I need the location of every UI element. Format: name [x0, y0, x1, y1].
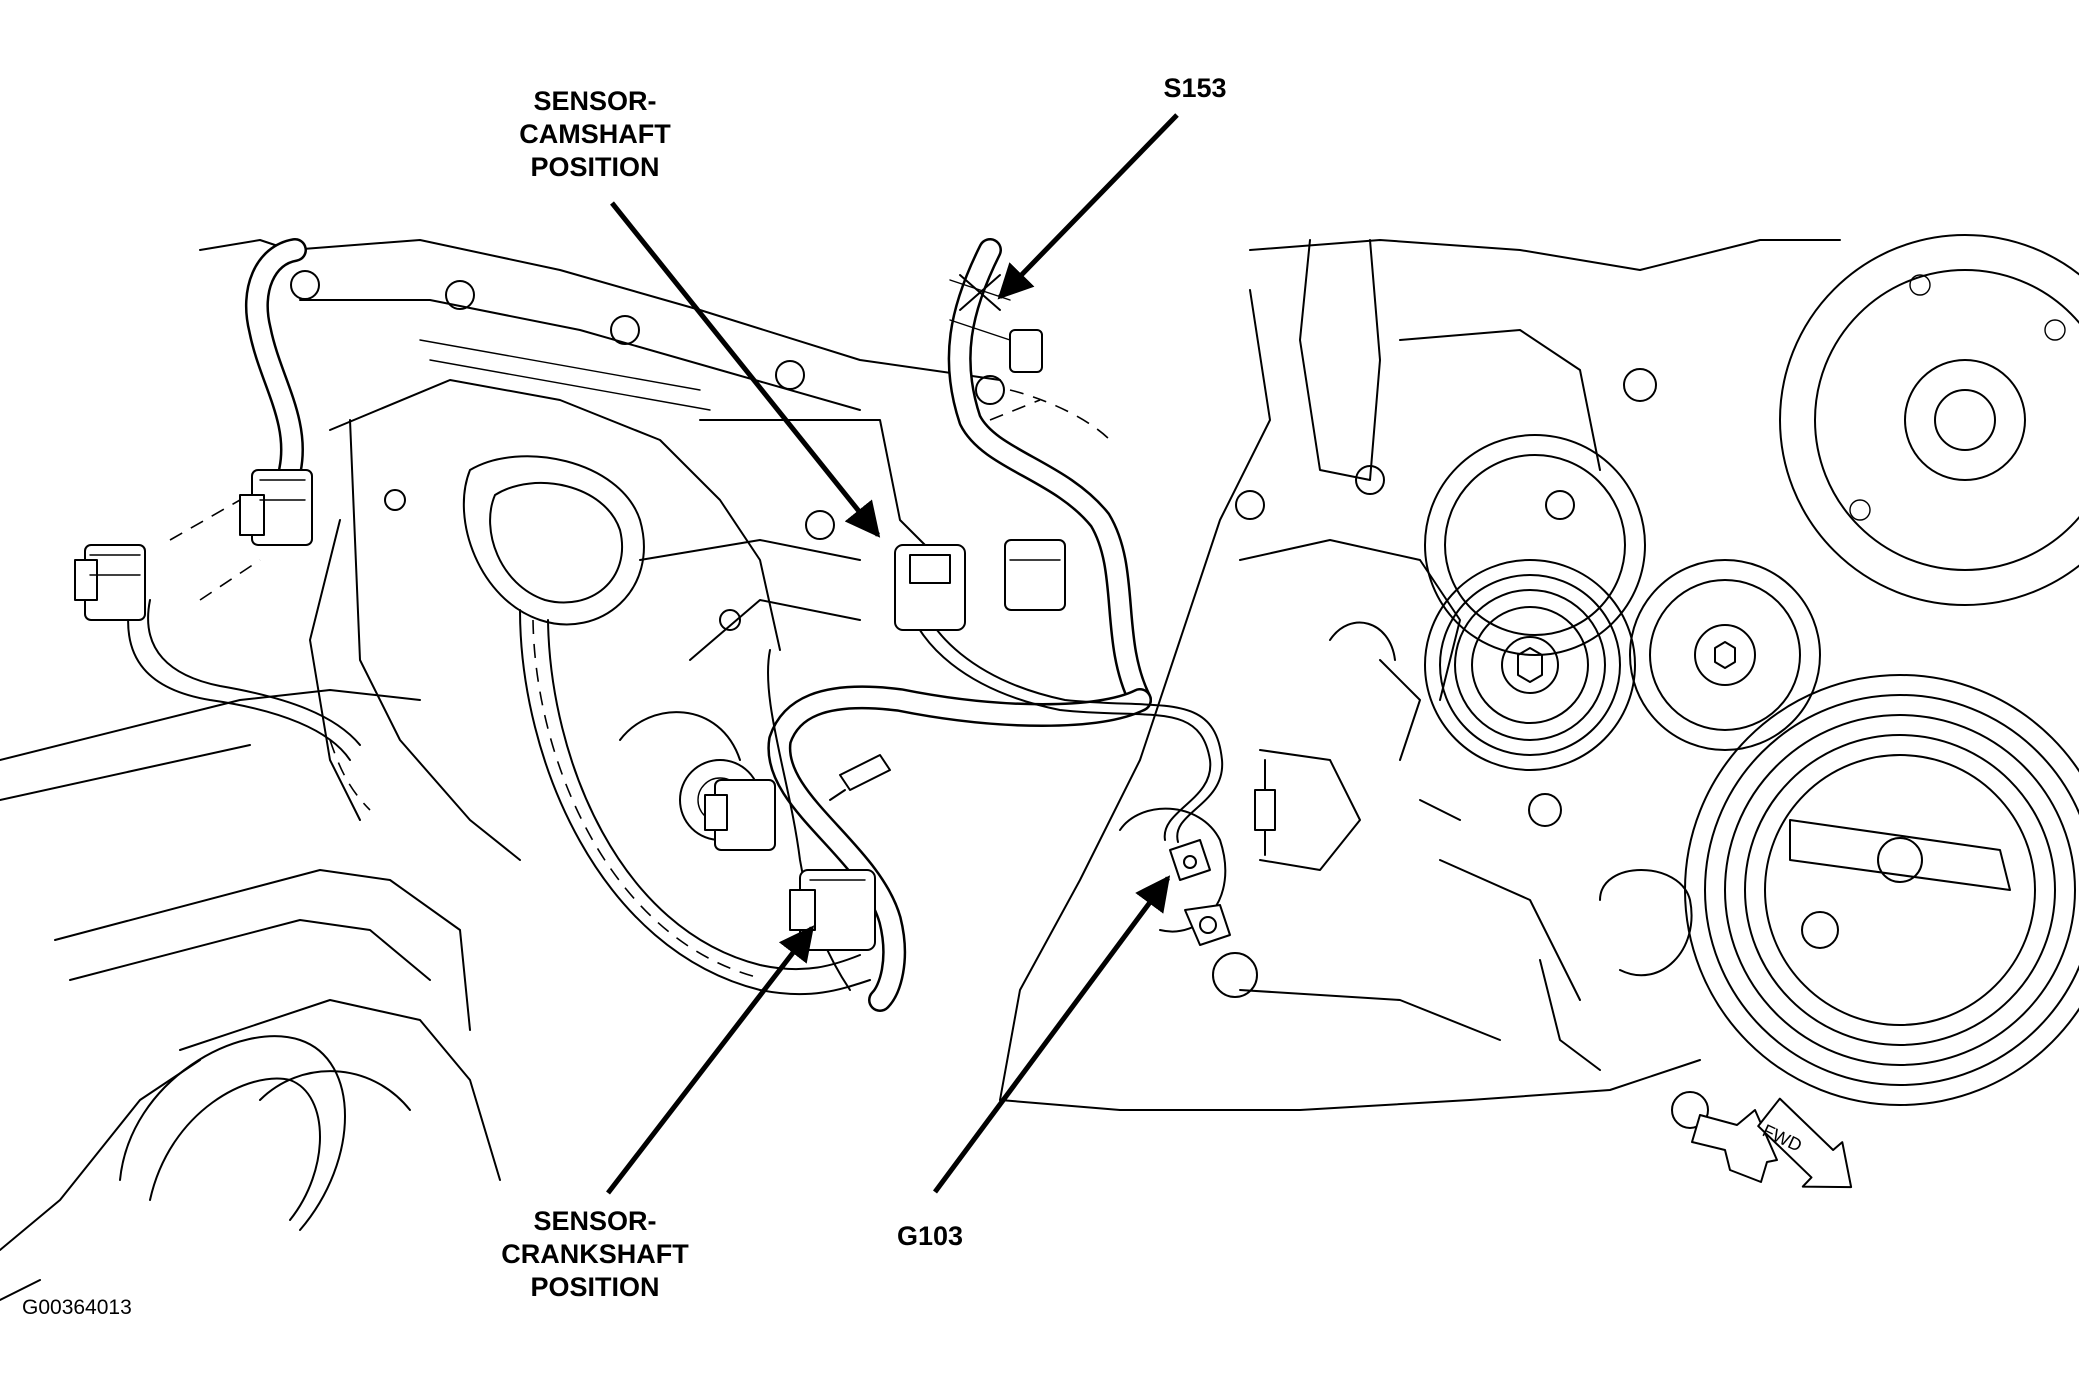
pulley-idler-left [1424, 559, 1636, 771]
s153-leader [997, 113, 1179, 300]
sensor-stud-mid [829, 754, 891, 801]
label-crankshaft-line-2: CRANKSHAFT [501, 1239, 689, 1269]
left-connector-lower [74, 544, 146, 621]
camshaft-sensor-connector [894, 539, 1066, 631]
pulley-idler-right [1629, 559, 1821, 751]
label-camshaft-line-1: SENSOR- [533, 86, 657, 116]
g103-leader [932, 875, 1171, 1194]
label-s153: S153 [1163, 73, 1227, 103]
crankshaft-sensor-leader [606, 925, 815, 1195]
figure-id: G00364013 [22, 1296, 132, 1319]
crankshaft-sensor-connector [789, 869, 876, 951]
splice-s153 [959, 274, 1043, 373]
leader-lines [606, 113, 1179, 1195]
connector-mid-left [704, 779, 776, 851]
pulley-upper-right [1779, 234, 2079, 606]
label-camshaft-sensor: SENSOR- CAMSHAFT POSITION [505, 85, 685, 184]
timing-cover-drawing [999, 239, 1841, 1129]
label-g103: G103 [896, 1221, 964, 1251]
label-camshaft-line-2: CAMSHAFT [519, 119, 671, 149]
label-crankshaft-sensor: SENSOR- CRANKSHAFT POSITION [490, 1205, 700, 1304]
intake-tube-drawing [0, 689, 501, 1301]
left-connector-upper [239, 469, 313, 546]
engine-block-drawing [199, 239, 1005, 861]
camshaft-sensor-leader [610, 201, 881, 538]
sensor-stud-right [1184, 759, 1276, 946]
label-crankshaft-line-1: SENSOR- [533, 1206, 657, 1236]
label-crankshaft-line-3: POSITION [530, 1272, 660, 1302]
ground-eyelet-g103 [1169, 839, 1211, 881]
wire-harness [127, 238, 1224, 1012]
crank-pulley [1684, 674, 2079, 1106]
pulley-idler-upper [1424, 434, 1646, 656]
forward-arrow-icon [1691, 1097, 1853, 1189]
label-camshaft-line-3: POSITION [530, 152, 660, 182]
